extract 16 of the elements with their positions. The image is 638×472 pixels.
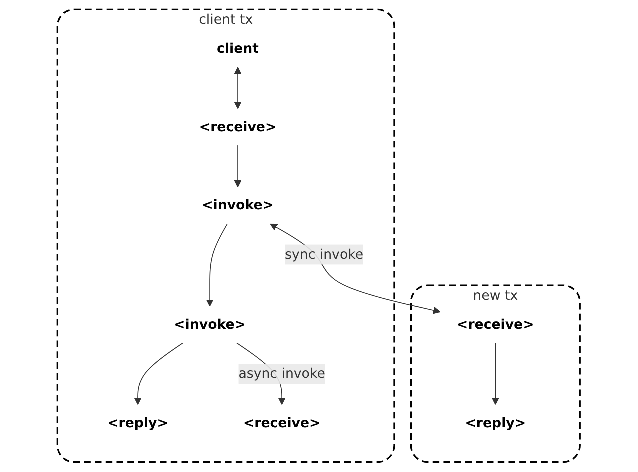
node-text: <receive> bbox=[200, 118, 277, 135]
edge-label: sync invoke bbox=[285, 246, 364, 262]
arrow bbox=[206, 223, 228, 307]
arrow bbox=[492, 342, 500, 406]
arrow bbox=[134, 342, 184, 406]
arrow bbox=[270, 224, 441, 314]
node-text: <invoke> bbox=[202, 197, 274, 214]
node-text: client bbox=[217, 40, 260, 56]
node-text: <reply> bbox=[108, 414, 169, 431]
arrow bbox=[234, 67, 242, 110]
node-text: <receive> bbox=[244, 414, 321, 431]
node-text: <invoke> bbox=[174, 316, 246, 332]
node-text: <receive> bbox=[457, 316, 534, 332]
arrow bbox=[234, 145, 242, 188]
node-text: <reply> bbox=[465, 414, 526, 431]
edge-label: async invoke bbox=[238, 366, 326, 382]
